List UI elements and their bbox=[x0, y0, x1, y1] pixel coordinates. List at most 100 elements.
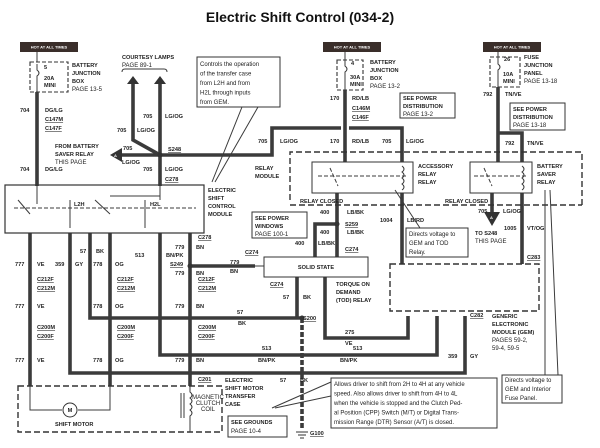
svg-text:al Position (CPP) Switch (M/T): al Position (CPP) Switch (M/T) or Digita… bbox=[334, 411, 459, 417]
svg-text:Directs voltage to: Directs voltage to bbox=[505, 378, 552, 384]
wire-circuit-number: 704 bbox=[20, 167, 30, 173]
wire-circuit-number: 400 bbox=[295, 241, 304, 247]
wire-color-code: LG/OG bbox=[406, 139, 424, 145]
svg-text:Directs voltage to: Directs voltage to bbox=[409, 232, 456, 238]
wire-circuit-number: 778 bbox=[93, 304, 102, 310]
connector-label: C274 bbox=[345, 247, 359, 253]
battery-saver-relay: BATTERY SAVER RELAY bbox=[469, 161, 563, 194]
wire-color-code: OG bbox=[115, 304, 124, 310]
svg-text:M: M bbox=[68, 408, 73, 414]
wire-circuit-number: 170 bbox=[330, 96, 339, 102]
wire-color-code: BK bbox=[300, 378, 308, 384]
wire-color-code: BN/PK bbox=[340, 358, 357, 364]
arrow-up-icon bbox=[127, 76, 166, 84]
svg-text:CLUTCH: CLUTCH bbox=[196, 401, 220, 407]
connector-labels: C147M C147F C278 S248 C146M C146F C278 S… bbox=[37, 106, 540, 437]
tod-relay: SOLID STATE TORQUE ON DEMAND (TOD) RELAY bbox=[263, 256, 372, 304]
wire-color-code: LB/BK bbox=[318, 241, 335, 247]
battery-junction-box-1: 5 20A MINI BATTERY JUNCTION BOX PAGE 13-… bbox=[29, 52, 103, 93]
svg-text:PAGE 13-18: PAGE 13-18 bbox=[513, 123, 547, 129]
wire-color-code: TN/VE bbox=[527, 141, 544, 147]
splice-s259 bbox=[334, 221, 340, 227]
wire-color-code: LG/OG bbox=[137, 128, 155, 134]
wire-color-code: GY bbox=[470, 354, 478, 360]
see-power-distribution-13-18[interactable]: SEE POWER DISTRIBUTION PAGE 13-18 bbox=[509, 102, 566, 131]
wire-color-code: GY bbox=[75, 262, 83, 268]
wire-color-code: LB/RD bbox=[407, 218, 424, 224]
wire-color-code: BN/PK bbox=[166, 253, 183, 259]
wire-color-code: BN bbox=[196, 358, 204, 364]
svg-text:MINI: MINI bbox=[503, 79, 515, 85]
see-grounds[interactable]: SEE GROUNDS PAGE 10-4 bbox=[227, 415, 288, 438]
svg-text:MODULE: MODULE bbox=[255, 174, 280, 180]
shift-motor-icon bbox=[62, 402, 78, 418]
wire-circuit-number: 705 bbox=[143, 167, 152, 173]
svg-text:4: 4 bbox=[351, 61, 355, 67]
connector-label: C147M bbox=[45, 117, 63, 123]
svg-text:ELECTRIC: ELECTRIC bbox=[225, 378, 253, 384]
ground-label: G100 bbox=[310, 431, 324, 437]
wire-circuit-number: 792 bbox=[483, 92, 492, 98]
svg-text:DISTRIBUTION: DISTRIBUTION bbox=[403, 104, 443, 110]
connector-label: C146M bbox=[352, 106, 370, 112]
svg-text:ELECTRONIC: ELECTRONIC bbox=[492, 322, 528, 328]
wire-color-code: BN bbox=[230, 269, 238, 275]
l2h-label: L2H bbox=[74, 202, 85, 208]
svg-text:SOLID STATE: SOLID STATE bbox=[298, 265, 334, 271]
wire-circuit-number: 400 bbox=[320, 230, 329, 236]
wire-circuit-number: 57 bbox=[283, 295, 289, 301]
connector-label: C201 bbox=[198, 377, 211, 383]
svg-text:Fuse Panel.: Fuse Panel. bbox=[505, 396, 537, 402]
wire-circuit-number: 778 bbox=[93, 358, 102, 364]
wire-circuit-number: 777 bbox=[15, 262, 24, 268]
svg-text:WINDOWS: WINDOWS bbox=[255, 224, 284, 230]
svg-text:HOT AT ALL TIMES: HOT AT ALL TIMES bbox=[334, 45, 371, 50]
see-power-windows[interactable]: SEE POWER WINDOWS PAGE 100-1 bbox=[251, 211, 308, 239]
wire-circuit-number: 513 bbox=[353, 346, 362, 352]
wire-color-code: BK bbox=[303, 295, 311, 301]
wire-circuit-number: 705 bbox=[123, 146, 132, 152]
wire-circuit-number: 57 bbox=[237, 310, 243, 316]
svg-text:SEE GROUNDS: SEE GROUNDS bbox=[231, 420, 273, 426]
wire-circuit-number: 779 bbox=[175, 304, 184, 310]
svg-text:Allows driver to shift from 2H: Allows driver to shift from 2H to 4H at … bbox=[334, 382, 465, 388]
wire-circuit-number: 792 bbox=[505, 141, 514, 147]
svg-text:RELAY: RELAY bbox=[537, 180, 556, 186]
fuse-icon bbox=[497, 52, 501, 87]
wire-circuit-number: 1005 bbox=[504, 226, 516, 232]
wire-color-code: BK bbox=[238, 321, 246, 327]
wire-color-code: LG/OG bbox=[165, 167, 183, 173]
courtesy-lamps-brace bbox=[121, 68, 168, 73]
svg-text:COIL: COIL bbox=[201, 407, 216, 413]
svg-text:CONTROL: CONTROL bbox=[208, 204, 236, 210]
wire-color-code: VT/OG bbox=[527, 226, 544, 232]
wire-circuit-number: 777 bbox=[15, 358, 24, 364]
connector-a-triangle-icon bbox=[110, 148, 122, 162]
wire-color-code: BN bbox=[196, 304, 204, 310]
wire-circuit-number: 170 bbox=[330, 139, 339, 145]
svg-text:GEM and Interior: GEM and Interior bbox=[505, 387, 551, 393]
wire-circuit-number: 359 bbox=[448, 354, 457, 360]
svg-text:20A: 20A bbox=[44, 76, 54, 82]
svg-text:HOT AT ALL TIMES: HOT AT ALL TIMES bbox=[494, 45, 531, 50]
see-power-distribution-13-2[interactable]: SEE POWER DISTRIBUTION PAGE 13-2 bbox=[399, 92, 456, 119]
svg-text:SEE POWER: SEE POWER bbox=[513, 107, 547, 113]
splice-label: S200 bbox=[303, 316, 316, 322]
svg-text:BATTERY: BATTERY bbox=[72, 63, 98, 69]
wire-color-code: VE bbox=[37, 304, 45, 310]
hot-at-all-times-tag: HOT AT ALL TIMES bbox=[483, 42, 541, 52]
svg-text:PAGE 13-2: PAGE 13-2 bbox=[403, 112, 434, 118]
courtesy-lamps-page: PAGE 89-1 bbox=[122, 63, 153, 69]
svg-text:RELAY: RELAY bbox=[418, 172, 437, 178]
svg-text:26: 26 bbox=[504, 57, 510, 63]
callout-controls: Controls the operation of the transfer c… bbox=[196, 56, 281, 183]
svg-text:SHIFT: SHIFT bbox=[208, 196, 225, 202]
svg-text:MODULE (GEM): MODULE (GEM) bbox=[492, 330, 534, 336]
svg-text:FUSE: FUSE bbox=[524, 55, 539, 61]
svg-text:SEE POWER: SEE POWER bbox=[403, 96, 437, 102]
svg-text:TRANSFER: TRANSFER bbox=[225, 394, 255, 400]
to-s248-label: THIS PAGE bbox=[475, 239, 507, 245]
wire-color-code: LG/OG bbox=[122, 160, 140, 166]
battery-junction-box-2: 4 30A MINI BATTERY JUNCTION BOX PAGE 13-… bbox=[336, 52, 401, 91]
